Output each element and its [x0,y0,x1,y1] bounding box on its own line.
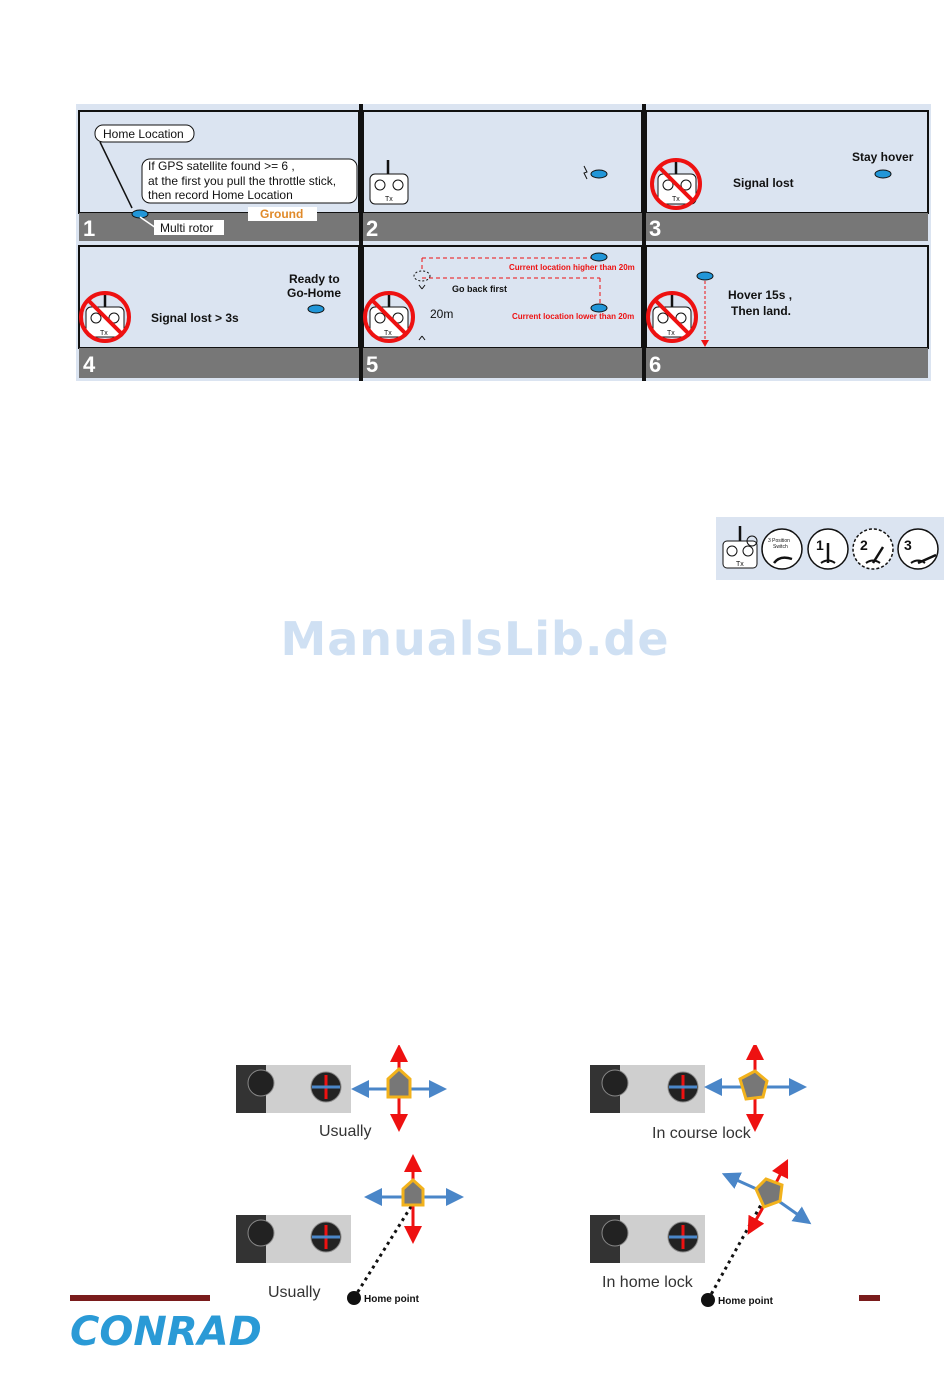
aircraft-icon [364,1154,464,1244]
home-point-marker [701,1293,715,1307]
svg-text:2: 2 [860,537,868,553]
transmitter-photo [236,1065,351,1113]
svg-text:3: 3 [904,537,912,553]
multirotor-icon [590,303,608,313]
multirotor-icon [590,169,608,179]
aircraft-icon [704,1045,807,1132]
switch-position-3-icon: 3 [897,528,939,570]
course-lock-caption: In course lock [652,1125,752,1142]
switch-position-1-icon: 1 [807,528,849,570]
svg-text:3 Position: 3 Position [768,538,790,544]
home-point-marker [347,1291,361,1305]
home-point-label-right: Home point [718,1296,774,1307]
svg-text:Tx: Tx [667,330,675,337]
step-number-3: 3 [649,216,661,241]
multi-rotor-label: Multi rotor [160,221,213,235]
gps-note-line2: at the first you pull the throttle stick… [148,174,336,188]
then-land-label: Then land. [731,304,791,318]
transmitter-icon: Tx [369,160,409,205]
go-home-label: Go-Home [287,286,341,300]
multirotor-icon [307,304,325,314]
step-number-5: 5 [366,352,378,377]
signal-lost-transmitter-icon: Tx [646,291,698,343]
multirotor-icon [874,169,892,179]
svg-text:Tx: Tx [736,561,744,568]
step-number-4: 4 [83,352,96,377]
footer-rule-right [859,1295,880,1301]
three-position-switch-icon: 3 Position Switch [761,528,803,570]
transmitter-icon: Tx [722,526,758,569]
svg-text:Switch: Switch [773,544,788,550]
usually-caption-top: Usually [319,1123,371,1140]
signal-lost-transmitter-icon: Tx [650,158,702,210]
go-back-first-label: Go back first [452,284,507,294]
gps-note-line1: If GPS satellite found >= 6 , [148,159,295,173]
aircraft-icon [351,1045,447,1132]
svg-text:Tx: Tx [100,330,108,337]
page-footer: CONRAD [70,1295,880,1355]
home-lock-caption: In home lock [602,1274,694,1291]
signal-lost-3s-label: Signal lost > 3s [151,311,239,325]
svg-text:Tx: Tx [672,196,680,203]
conrad-logo: CONRAD [70,1309,262,1355]
switch-position-figure: Tx 3 Position Switch 1 2 3 [716,517,944,580]
aircraft-icon [721,1158,812,1235]
current-lower-label: Current location lower than 20m [512,312,634,321]
svg-text:Tx: Tx [384,330,392,337]
home-location-label: Home Location [103,127,184,141]
multirotor-icon [131,209,149,219]
switch-position-2-icon: 2 [852,528,894,570]
usually-caption-bottom: Usually [268,1284,320,1301]
step-number-1: 1 [83,216,95,241]
multirotor-icon [590,252,608,262]
multirotor-icon [696,271,714,281]
step-number-2: 2 [366,216,378,241]
transmitter-photo [590,1215,705,1263]
flight-modes-figure: Usually In course lock Home point Usuall… [236,1045,812,1307]
hover-15s-label: Hover 15s , [728,288,792,302]
home-location-callout [94,124,195,143]
ready-to-label: Ready to [289,272,340,286]
signal-lost-transmitter-icon: Tx [363,291,415,343]
transmitter-photo [590,1065,705,1113]
current-higher-label: Current location higher than 20m [509,263,635,272]
transmitter-photo [236,1215,351,1263]
watermark: ManualsLib.de [280,612,670,666]
stay-hover-label: Stay hover [852,150,914,164]
ground-label: Ground [260,207,303,221]
signal-lost-transmitter-icon: Tx [79,291,131,343]
home-point-label-left: Home point [364,1294,420,1305]
failsafe-steps-figure: 1 2 3 4 5 6 Home Location If GPS satelli… [76,104,931,381]
svg-text:Tx: Tx [385,196,393,203]
footer-rule-left [70,1295,210,1301]
signal-lost-label: Signal lost [733,176,794,190]
step-number-6: 6 [649,352,661,377]
height-20m-label: 20m [430,307,453,321]
svg-text:1: 1 [816,537,824,553]
gps-note-line3: then record Home Location [148,188,293,202]
